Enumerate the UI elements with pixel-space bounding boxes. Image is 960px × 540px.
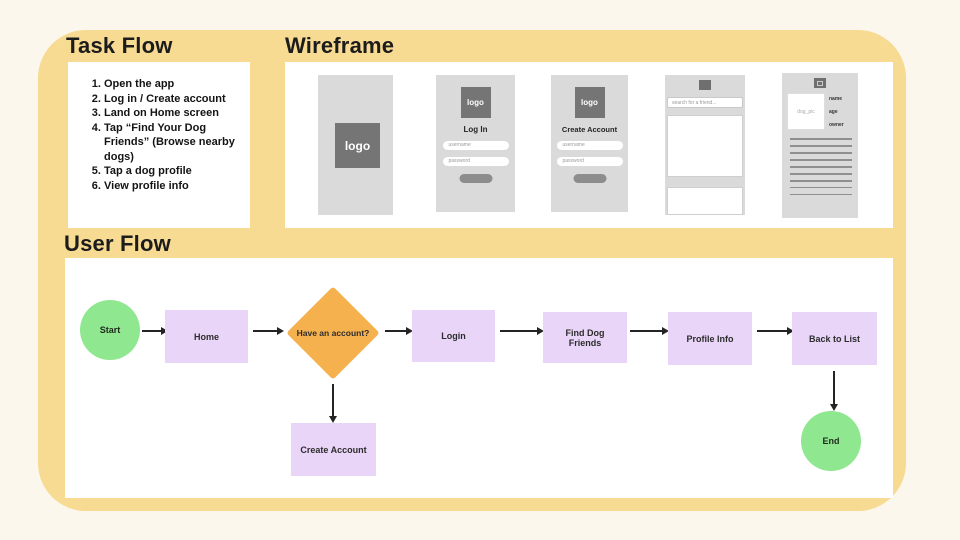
submit-button-sketch xyxy=(459,174,492,183)
flow-arrow xyxy=(253,326,284,335)
password-field-sketch: password xyxy=(556,157,623,166)
flow-arrow xyxy=(829,371,838,411)
flow-node-back-to-list: Back to List xyxy=(792,312,877,365)
flow-node-login: Login xyxy=(412,310,495,362)
flow-node-end: End xyxy=(801,411,861,471)
logo-placeholder: logo xyxy=(574,87,605,118)
login-screen-title: Log In xyxy=(463,125,488,134)
flow-arrow xyxy=(385,326,413,335)
dog-photo-placeholder: dog_pic xyxy=(787,93,825,130)
flow-arrow xyxy=(630,326,669,335)
wireframe-create-account-screen: logo Create Account username password xyxy=(551,75,628,212)
submit-button-sketch xyxy=(573,174,606,183)
create-account-screen-title: Create Account xyxy=(561,125,618,134)
flow-arrow xyxy=(500,326,544,335)
flow-node-start: Start xyxy=(80,300,140,360)
wireframe-splash-screen: logo xyxy=(318,75,393,215)
logo-icon-detail xyxy=(817,80,823,86)
logo-placeholder: logo xyxy=(335,123,380,168)
task-item: Tap a dog profile xyxy=(104,164,244,179)
wireframe-profile-screen: dog_pic name age owner xyxy=(782,73,858,218)
user-flow-title: User Flow xyxy=(64,231,171,256)
logo-icon xyxy=(699,80,711,90)
bottom-panel-sketch xyxy=(667,187,743,215)
logo-placeholder: logo xyxy=(460,87,491,118)
wireframe-panel: logo logo Log In username password logo … xyxy=(285,62,893,228)
wireframe-title: Wireframe xyxy=(285,33,395,58)
task-flow-title: Task Flow xyxy=(66,33,173,58)
flow-node-decision: Have an account? xyxy=(286,286,380,380)
task-item: Open the app xyxy=(104,77,244,92)
friend-list-area-sketch xyxy=(667,115,743,177)
task-item: Log in / Create account xyxy=(104,92,244,107)
user-flow-panel: Start Home Have an account? Login Find D… xyxy=(65,258,893,498)
task-flow-panel: Open the app Log in / Create account Lan… xyxy=(68,62,250,228)
flow-arrow xyxy=(757,326,794,335)
username-field-sketch: username xyxy=(442,141,509,150)
flow-node-home: Home xyxy=(165,310,248,363)
task-flow-list: Open the app Log in / Create account Lan… xyxy=(104,77,244,193)
task-item: Tap “Find Your Dog Friends” (Browse near… xyxy=(104,121,244,165)
flow-node-create-account: Create Account xyxy=(291,423,376,476)
logo-icon xyxy=(814,78,826,88)
profile-text-placeholder-lines xyxy=(790,138,852,201)
search-field-sketch: search for a friend... xyxy=(667,97,743,108)
wireframe-login-screen: logo Log In username password xyxy=(436,75,515,212)
task-item: View profile info xyxy=(104,179,244,194)
task-item: Land on Home screen xyxy=(104,106,244,121)
profile-field-label: age xyxy=(829,109,838,115)
decision-label: Have an account? xyxy=(296,328,370,338)
flow-arrow xyxy=(142,326,168,335)
flow-node-profile-info: Profile Info xyxy=(668,312,752,365)
flow-node-find-dog-friends: Find Dog Friends xyxy=(543,312,627,363)
password-field-sketch: password xyxy=(442,157,509,166)
wireframe-browse-screen: search for a friend... xyxy=(665,75,745,215)
profile-field-label: owner xyxy=(829,122,844,128)
username-field-sketch: username xyxy=(556,141,623,150)
flow-arrow xyxy=(328,384,337,423)
profile-field-label: name xyxy=(829,96,843,102)
